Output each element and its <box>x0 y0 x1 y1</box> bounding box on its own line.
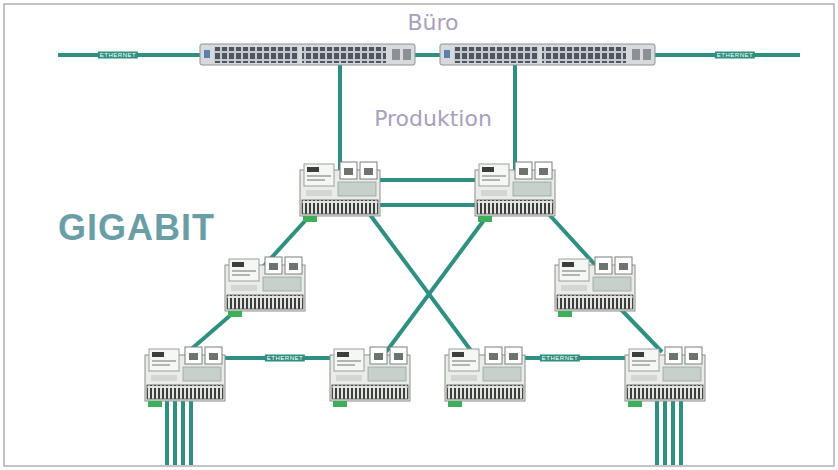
ethernet-cable <box>671 400 675 465</box>
area-label: Produktion <box>374 106 492 131</box>
ethernet-cable <box>189 400 193 465</box>
cable-label: ETHERNET <box>265 355 305 362</box>
production-switch <box>555 257 635 317</box>
production-switch <box>625 347 705 407</box>
production-switch <box>445 347 525 407</box>
ethernet-cable <box>679 400 683 465</box>
production-switch <box>330 347 410 407</box>
production-switch <box>300 162 380 222</box>
office-switch <box>440 44 655 65</box>
cable-label: ETHERNET <box>540 355 580 362</box>
ethernet-cable <box>338 65 342 170</box>
ethernet-cable <box>386 212 490 352</box>
frame <box>4 4 834 466</box>
ethernet-cable <box>513 65 517 170</box>
ethernet-cable <box>58 55 800 465</box>
cable-label: ETHERNET <box>715 52 755 59</box>
ethernet-cable <box>165 400 169 465</box>
ethernet-cable <box>368 212 472 352</box>
production-switch <box>475 162 555 222</box>
ethernet-cable <box>663 400 667 465</box>
production-switch <box>225 257 305 317</box>
speed-label: GIGABIT <box>58 207 215 249</box>
area-label: Büro <box>407 10 458 35</box>
ethernet-cable <box>655 400 659 465</box>
ethernet-cable <box>181 400 185 465</box>
office-switch <box>200 44 415 65</box>
ethernet-cable <box>58 53 800 57</box>
cable-label: ETHERNET <box>98 52 138 59</box>
production-switch <box>145 347 225 407</box>
ethernet-cable <box>173 400 177 465</box>
